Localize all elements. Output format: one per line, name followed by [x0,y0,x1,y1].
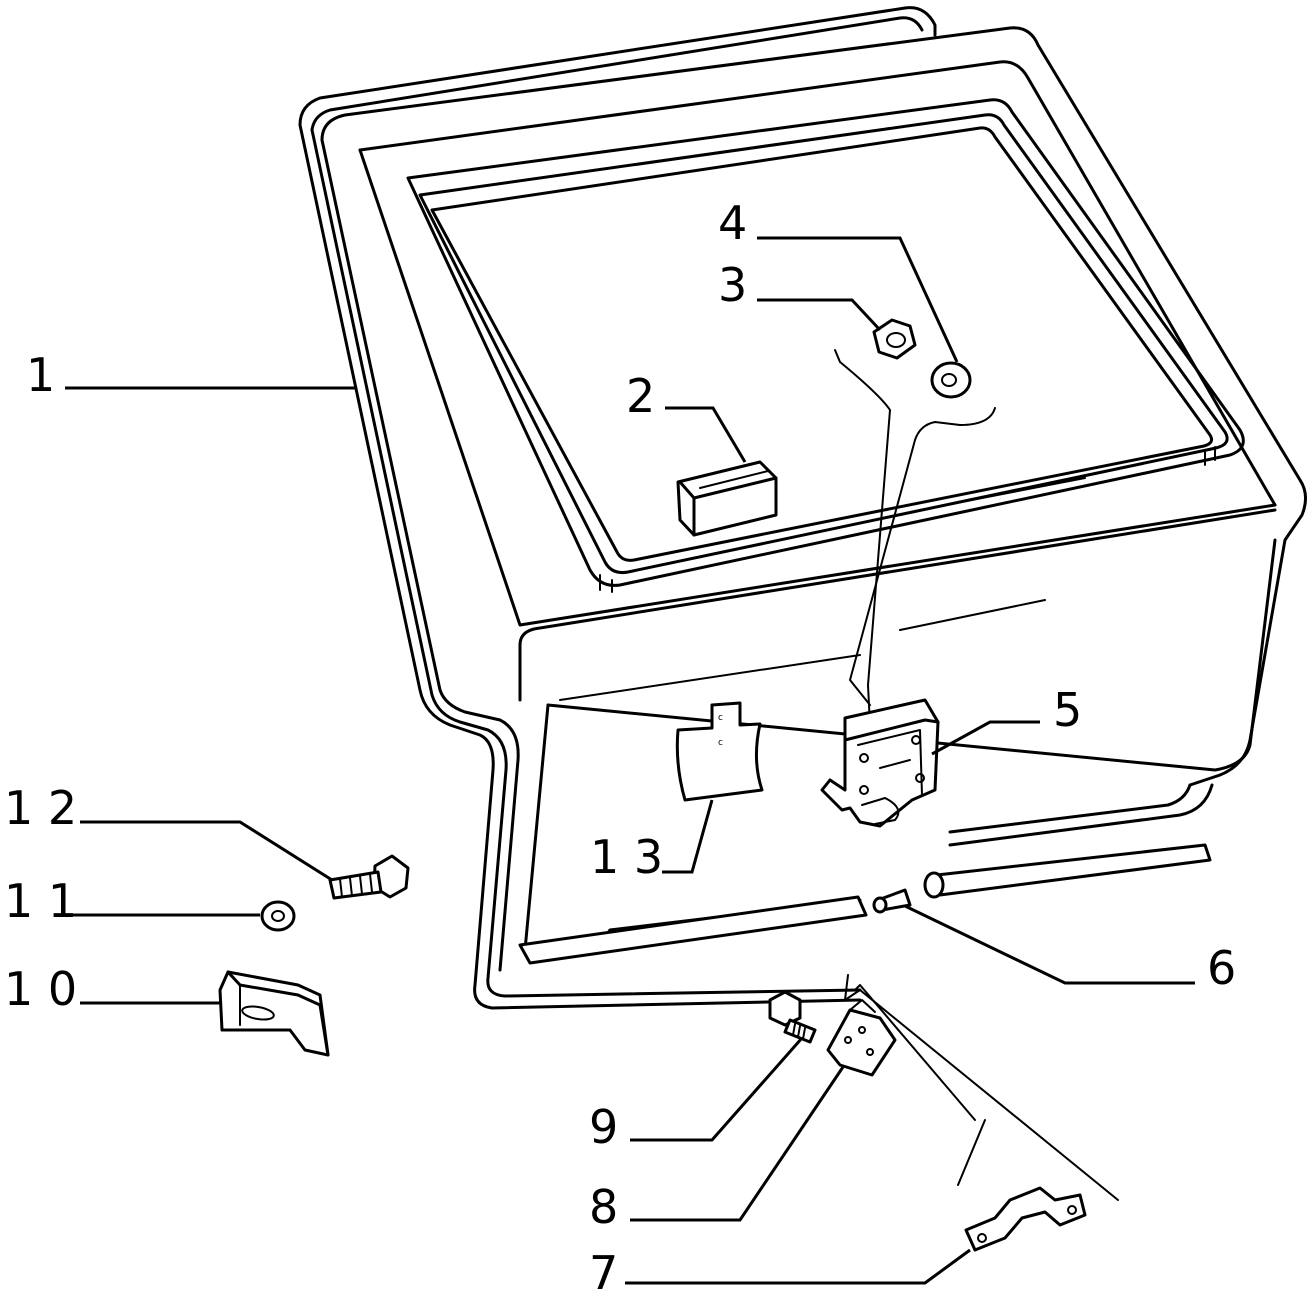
svg-text:c: c [718,738,723,748]
bracket-part-7 [964,1186,1087,1252]
bolt-part-9 [768,990,817,1044]
tailgate-panel [298,6,1307,1010]
callout-5: 5 [1053,683,1083,737]
callout-6: 6 [1207,941,1237,995]
washer-part-11 [260,900,296,932]
callout-2: 2 [626,369,656,423]
callout-4: 4 [718,196,748,250]
washer-part-4 [930,361,972,399]
callout-7: 7 [589,1246,619,1300]
callout-13: 1 3 [590,830,664,884]
striker-plate-part-8 [826,999,897,1077]
callout-10: 1 0 [4,962,78,1016]
nut-part-3 [872,318,917,360]
callout-1: 1 [26,348,56,402]
callout-9: 9 [589,1100,619,1154]
callout-8: 8 [589,1180,619,1234]
lock-part-5 [820,698,940,828]
callout-3: 3 [718,258,748,312]
buffer-part-6 [518,843,1212,965]
handle-part-2 [676,460,778,537]
leader-lines [65,236,1195,1285]
bolt-part-12 [328,854,410,900]
clip-plate-part-10 [218,970,330,1057]
callout-12: 1 2 [4,781,78,835]
svg-text:c: c [718,713,723,723]
sticker-part-13: c c [675,701,764,802]
callout-11: 1 1 [4,874,78,928]
